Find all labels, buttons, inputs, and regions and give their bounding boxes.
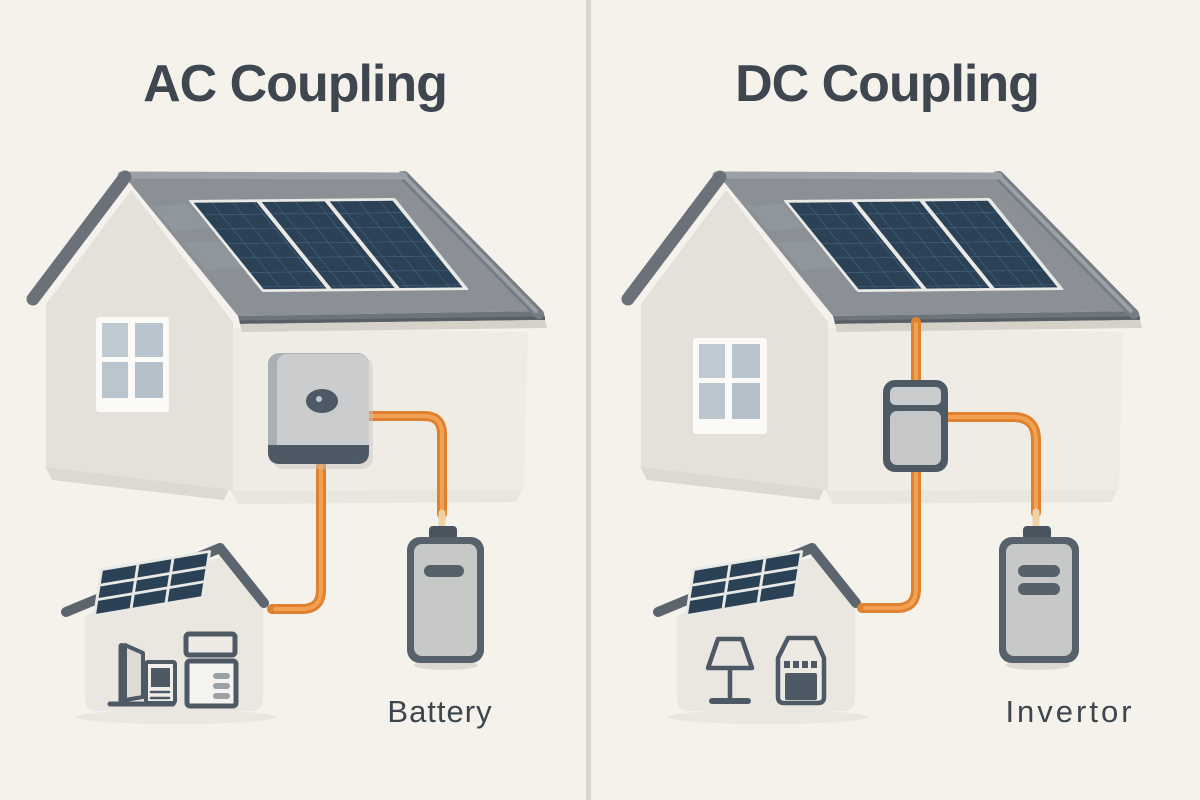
invertor bbox=[999, 526, 1079, 670]
dc-coupling-scene bbox=[621, 170, 1142, 724]
solar-panel-array bbox=[783, 198, 1064, 293]
load-house bbox=[653, 543, 868, 724]
inverter-box bbox=[268, 353, 373, 469]
solar-panel-small bbox=[92, 550, 212, 617]
charge-controller bbox=[883, 380, 948, 472]
solar-panel-array bbox=[188, 198, 469, 293]
panel-divider bbox=[586, 0, 591, 800]
ac-cables bbox=[267, 411, 447, 614]
lamp-icon bbox=[705, 636, 755, 704]
washer-icon bbox=[183, 631, 239, 709]
dc-coupling-title: DC Coupling bbox=[735, 55, 1040, 113]
battery-label: Battery bbox=[387, 694, 493, 729]
invertor-label: Invertor bbox=[1005, 694, 1135, 729]
open-door-icon bbox=[107, 643, 177, 707]
battery bbox=[407, 526, 484, 670]
window bbox=[96, 317, 169, 412]
house bbox=[621, 170, 1142, 504]
solar-panel-small bbox=[684, 550, 804, 617]
ac-coupling-title: AC Coupling bbox=[143, 55, 448, 113]
ac-coupling-scene bbox=[26, 170, 547, 724]
dc-cables bbox=[857, 317, 1041, 613]
window bbox=[693, 338, 767, 434]
oven-icon bbox=[775, 635, 827, 706]
load-house bbox=[61, 543, 276, 724]
